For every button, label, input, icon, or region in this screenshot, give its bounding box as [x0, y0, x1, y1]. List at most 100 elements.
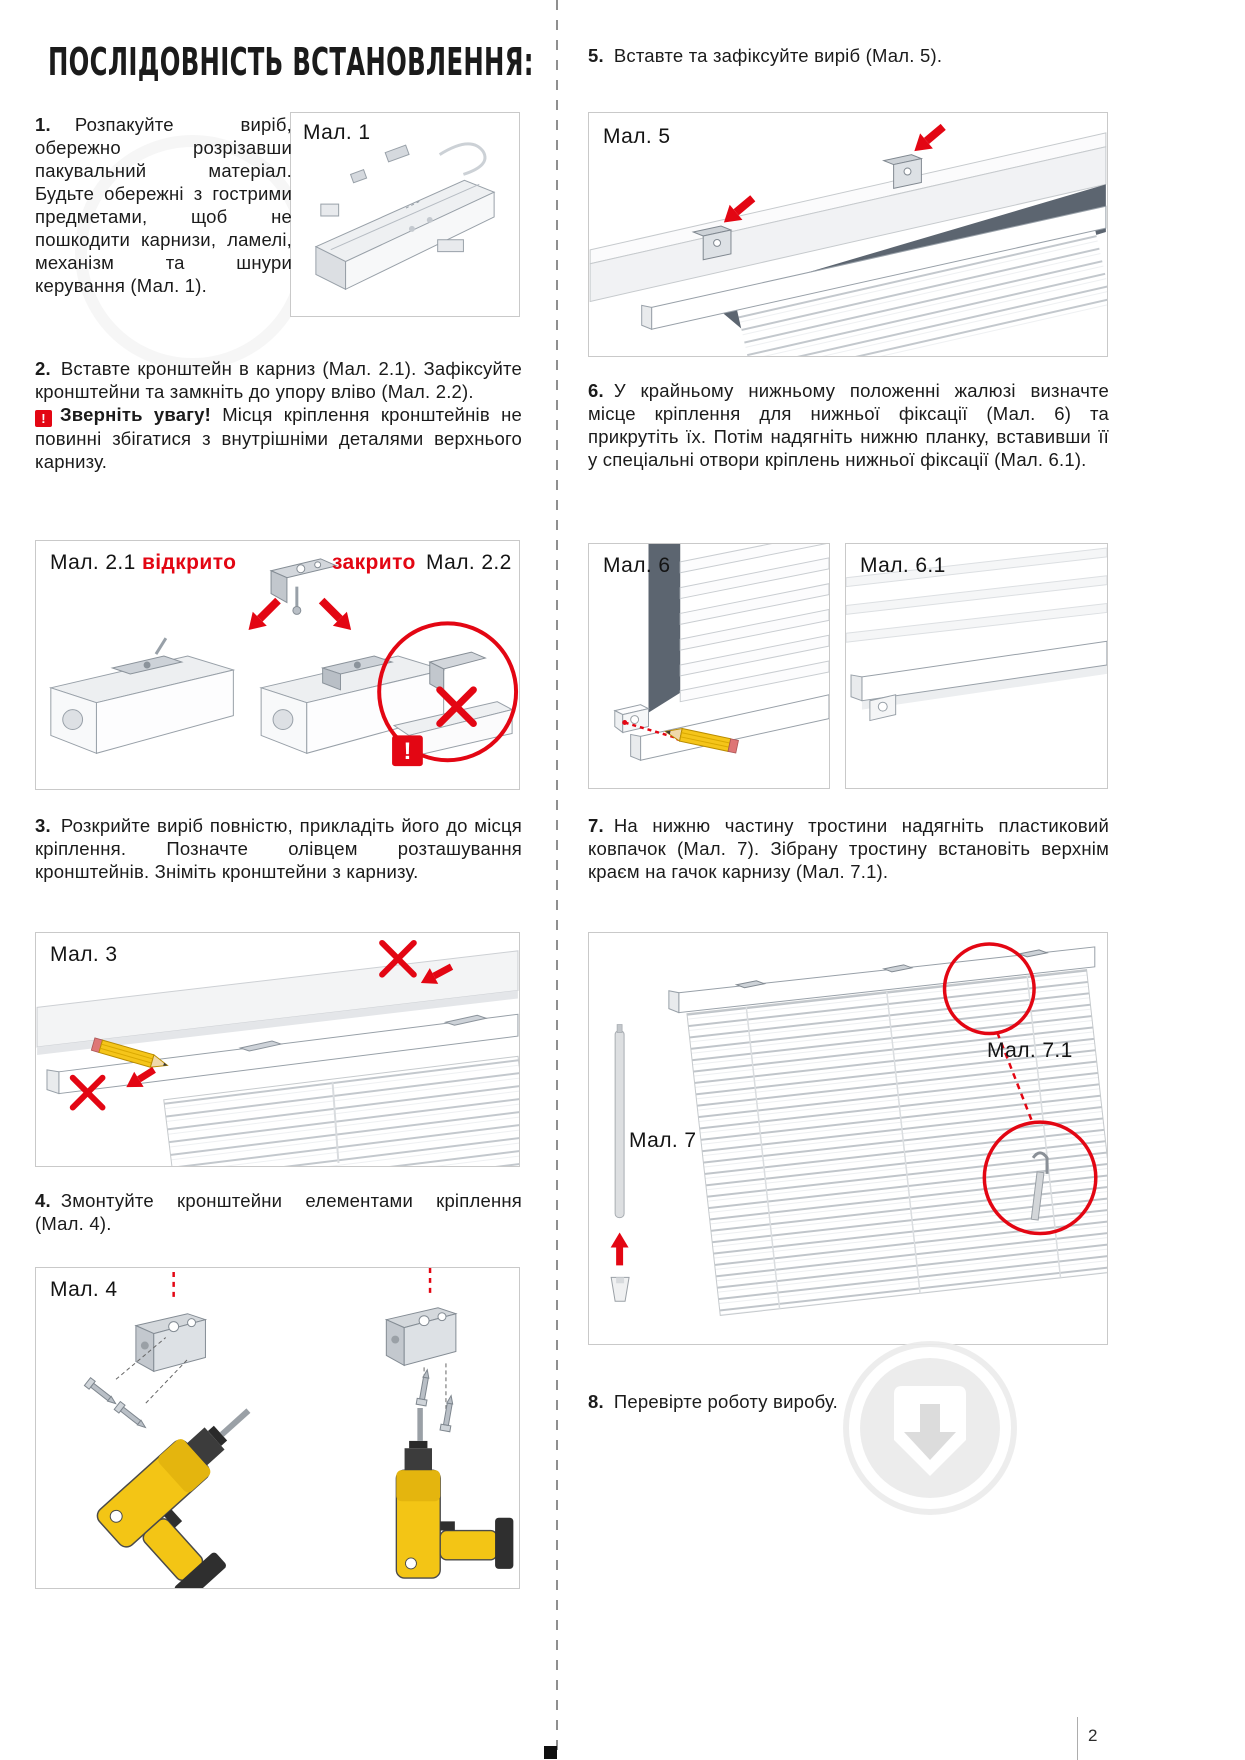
step-4: 4.Змонтуйте кронштейни елементами кріпле… — [35, 1189, 522, 1235]
bracket-icon-left — [134, 1313, 208, 1373]
figure-3-illustration — [36, 939, 519, 1166]
bracket-icon-1 — [882, 154, 924, 189]
drill-icon-left — [96, 1408, 251, 1588]
figure-6-label: Мал. 6 — [603, 554, 671, 577]
drill-icon-right — [395, 1408, 514, 1579]
callout-connector — [996, 1032, 1035, 1125]
step-1-text: Розпакуйте виріб, обережно розрізавши па… — [35, 114, 292, 296]
step-7-number: 7. — [588, 815, 604, 836]
red-arrow-top-icon — [420, 963, 454, 984]
figure-2-2-label: Мал. 2.2 — [426, 551, 512, 574]
step-6: 6.У крайньому нижньому положенні жалюзі … — [588, 379, 1109, 471]
figure-2-1-label: Мал. 2.1 — [50, 551, 136, 574]
red-arrow-up-icon — [610, 1232, 629, 1266]
callout-circle-top — [942, 942, 1036, 1036]
figure-1: Мал. 1 — [290, 112, 520, 317]
figure-4-label: Мал. 4 — [50, 1278, 118, 1301]
figure-7-label: Мал. 7 — [629, 1129, 697, 1152]
watermark-logo — [843, 1341, 1017, 1515]
red-x-left-icon — [69, 1074, 106, 1111]
step-3-text: Розкрийте виріб повністю, прикладіть йог… — [35, 815, 522, 882]
cap-icon — [610, 1276, 630, 1302]
svg-text:!: ! — [403, 738, 411, 765]
step-2-warning-title: Зверніть увагу! — [60, 404, 211, 425]
step-2-warning-text: Місця кріплення кронштейнів не повинні з… — [35, 404, 522, 472]
step-1: 1.Розпакуйте виріб, обережно розрізавши … — [35, 113, 292, 297]
page-title: ПОСЛІДОВНІСТЬ ВСТАНОВЛЕННЯ: — [48, 40, 534, 84]
step-8-text: Перевірте роботу виробу. — [613, 1391, 838, 1412]
figure-6-illustration — [613, 544, 829, 761]
step-3-number: 3. — [35, 815, 51, 836]
screw-icon — [113, 1400, 147, 1429]
figure-7-1-label: Мал. 7.1 — [987, 1039, 1073, 1062]
step-2: 2.Вставте кронштейн в карниз (Мал. 2.1).… — [35, 357, 522, 473]
step-6-number: 6. — [588, 380, 604, 401]
pencil-icon — [664, 727, 739, 754]
figure-5: Мал. 5 — [588, 112, 1108, 357]
step-8-number: 8. — [588, 1391, 604, 1412]
red-arrow-left-icon — [248, 597, 281, 630]
callout-circle-bottom — [982, 1120, 1098, 1236]
cord-icon — [438, 142, 487, 176]
hook-callout — [1030, 1151, 1049, 1221]
step-2-number: 2. — [35, 358, 51, 379]
pencil-icon — [90, 1037, 169, 1068]
figure-6: Мал. 6 — [588, 543, 830, 789]
screw-icon — [83, 1376, 117, 1405]
blind-slats — [736, 228, 1107, 356]
figure-3: Мал. 3 — [35, 932, 520, 1167]
step-7: 7.На нижню частину тростини надягніть пл… — [588, 814, 1109, 883]
page-number: 2 — [1088, 1726, 1098, 1745]
figure-5-label: Мал. 5 — [603, 125, 671, 148]
figure-7-illustration — [610, 942, 1107, 1316]
bottom-fix-clip — [869, 694, 897, 722]
step-1-number: 1. — [35, 114, 51, 135]
red-arrow-left-icon — [126, 1066, 156, 1088]
bracket-icon — [269, 558, 339, 615]
open-label: відкрито — [142, 551, 237, 574]
figure-6-1: Мал. 6.1 — [845, 543, 1108, 789]
figure-6-1-illustration — [846, 547, 1107, 722]
figure-2: ! Мал. 2.1 відкрито закрито Мал. 2.2 — [35, 540, 520, 790]
step-4-text: Змонтуйте кронштейни елементами кріпленн… — [35, 1190, 522, 1234]
wrong-position-callout — [377, 621, 519, 763]
red-arrow-right-icon — [318, 597, 352, 630]
headrail-open-icon — [48, 637, 236, 755]
figure-6-1-label: Мал. 6.1 — [860, 554, 946, 577]
figure-4: Мал. 4 — [35, 1267, 520, 1589]
crop-mark — [544, 1746, 557, 1759]
figure-7: Мал. 7 Мал. 7.1 — [588, 932, 1108, 1345]
red-x-top-icon — [379, 939, 417, 978]
blind-slats — [686, 969, 1107, 1316]
figure-5-illustration — [589, 123, 1107, 356]
warning-icon: ! — [35, 410, 52, 427]
alert-badge: ! — [392, 735, 423, 767]
page-number-rule — [1077, 1717, 1078, 1760]
closed-label: закрито — [332, 551, 416, 574]
screw-icon — [415, 1368, 430, 1407]
blind-slats — [163, 1055, 519, 1166]
figure-2-illustration: ! — [48, 558, 519, 767]
step-7-text: На нижню частину тростини надягніть плас… — [588, 815, 1109, 882]
red-arrow-icon — [723, 195, 756, 223]
step-5-number: 5. — [588, 45, 604, 66]
screw-icon — [439, 1394, 454, 1433]
figure-3-label: Мал. 3 — [50, 943, 118, 966]
step-8: 8. Перевірте роботу виробу. — [588, 1390, 1008, 1413]
red-arrow-icon — [914, 123, 946, 152]
step-6-text: У крайньому нижньому положенні жалюзі ви… — [588, 380, 1109, 470]
figure-1-label: Мал. 1 — [303, 121, 371, 144]
headrail-closed-icon — [259, 655, 446, 755]
wand-icon — [614, 1024, 625, 1219]
step-4-number: 4. — [35, 1190, 51, 1211]
bracket-icon-right — [384, 1307, 458, 1367]
step-3: 3.Розкрийте виріб повністю, прикладіть й… — [35, 814, 522, 883]
blind-slats — [679, 544, 829, 703]
step-2-text: Вставте кронштейн в карниз (Мал. 2.1). З… — [35, 358, 522, 402]
step-5-text: Вставте та зафіксуйте виріб (Мал. 5). — [613, 45, 943, 66]
bracket-icon-2 — [691, 225, 733, 261]
figure-1-illustration — [314, 142, 496, 291]
figure-4-illustration — [83, 1268, 514, 1588]
step-5: 5. Вставте та зафіксуйте виріб (Мал. 5). — [588, 44, 1108, 67]
